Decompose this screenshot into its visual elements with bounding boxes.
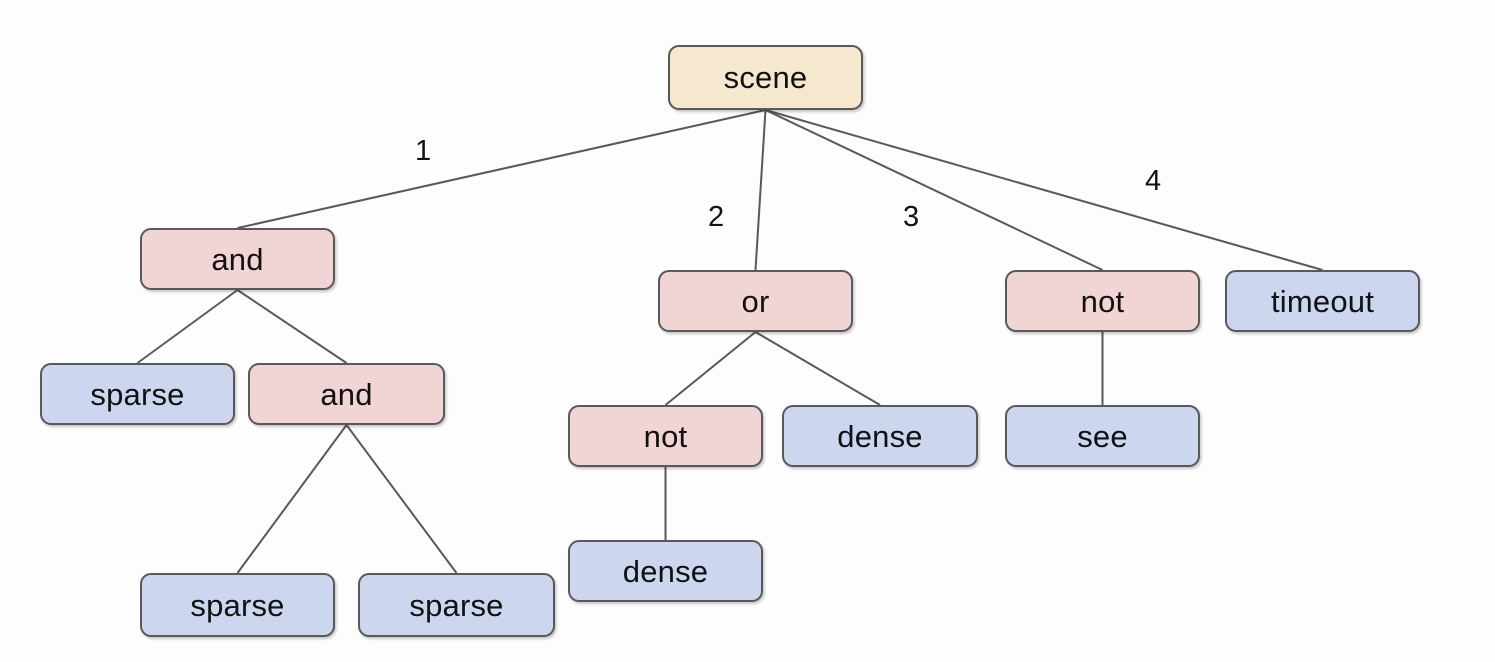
tree-node-dense1[interactable]: dense <box>782 405 978 467</box>
tree-node-see1[interactable]: see <box>1005 405 1200 467</box>
tree-node-label: sparse <box>190 587 285 623</box>
tree-edge <box>237 109 766 229</box>
tree-edge <box>754 331 881 406</box>
tree-node-label: not <box>643 418 688 454</box>
tree-node-sparse1[interactable]: sparse <box>40 363 235 425</box>
tree-node-label: and <box>211 241 264 277</box>
edge-label: 3 <box>903 201 920 233</box>
tree-node-timeout1[interactable]: timeout <box>1225 270 1420 332</box>
tree-edge <box>236 424 348 574</box>
tree-edge <box>664 331 757 406</box>
tree-edge <box>754 109 767 271</box>
tree-node-label: dense <box>837 418 923 454</box>
tree-node-label: scene <box>723 60 808 95</box>
tree-node-sparse2[interactable]: sparse <box>140 573 335 637</box>
tree-edge <box>765 109 1323 271</box>
tree-node-or1[interactable]: or <box>658 270 853 332</box>
tree-edge <box>236 289 348 364</box>
tree-node-dense2[interactable]: dense <box>568 540 763 602</box>
tree-node-label: sparse <box>409 587 504 623</box>
tree-node-label: see <box>1077 418 1128 454</box>
tree-node-not2[interactable]: not <box>1005 270 1200 332</box>
tree-node-and1[interactable]: and <box>140 228 335 290</box>
tree-node-scene[interactable]: scene <box>668 45 863 110</box>
tree-node-label: timeout <box>1270 283 1375 319</box>
tree-edge <box>765 109 1103 271</box>
edge-label: 1 <box>415 135 432 167</box>
tree-node-sparse3[interactable]: sparse <box>358 573 555 637</box>
tree-node-label: and <box>320 376 373 412</box>
tree-edge <box>136 289 239 364</box>
tree-node-and2[interactable]: and <box>248 363 445 425</box>
tree-node-label: not <box>1080 283 1125 319</box>
tree-node-label: dense <box>622 553 709 589</box>
tree-node-label: or <box>741 283 770 319</box>
tree-node-label: sparse <box>90 376 185 412</box>
edge-label: 2 <box>708 201 725 233</box>
edge-label: 4 <box>1145 165 1162 197</box>
tree-edge <box>345 424 458 574</box>
tree-node-not1[interactable]: not <box>568 405 763 467</box>
